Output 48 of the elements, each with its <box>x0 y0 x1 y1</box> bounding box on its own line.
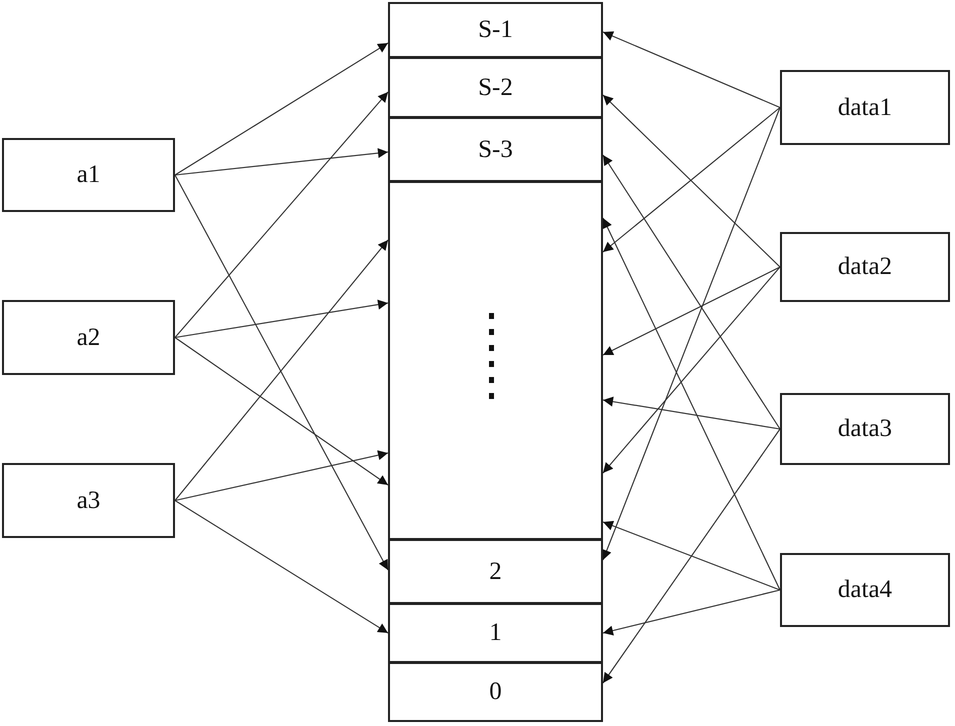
arrow <box>602 218 780 590</box>
arrow <box>174 450 388 502</box>
arrow <box>174 42 388 176</box>
box <box>780 232 950 302</box>
arrow <box>602 589 780 636</box>
box <box>780 70 950 145</box>
node-label: S-2 <box>478 74 513 102</box>
stack-segment <box>388 603 603 663</box>
node-label: S-1 <box>478 16 513 44</box>
box <box>780 553 950 627</box>
arrow <box>602 396 780 430</box>
node-label: data1 <box>838 94 892 122</box>
arrow <box>174 500 388 634</box>
arrow <box>174 240 388 501</box>
node-label: S-3 <box>478 136 513 164</box>
arrow <box>602 107 781 560</box>
arrow <box>174 92 388 338</box>
box <box>2 300 175 375</box>
node-label: 1 <box>489 619 502 647</box>
node-label: a3 <box>76 486 100 514</box>
stack-segment <box>388 2 603 58</box>
arrow <box>174 300 388 338</box>
arrow <box>602 154 780 430</box>
node-label: a1 <box>76 161 100 189</box>
stack-segment <box>388 662 603 722</box>
arrow <box>602 107 780 252</box>
node-label: a2 <box>76 324 100 352</box>
arrow <box>174 174 388 570</box>
node-label: data3 <box>838 415 892 443</box>
box <box>780 393 950 465</box>
arrow <box>602 266 780 356</box>
stack-segment <box>388 57 603 118</box>
arrow <box>602 520 780 591</box>
arrow <box>602 266 780 474</box>
stack-segment <box>388 117 603 182</box>
box <box>2 463 175 538</box>
arrow <box>602 428 780 684</box>
arrow <box>602 31 780 108</box>
arrow <box>174 337 388 486</box>
stack-segment <box>388 539 603 604</box>
stack-segment <box>388 181 603 540</box>
node-label: data4 <box>838 576 892 604</box>
node-label: 2 <box>489 558 502 586</box>
arrow <box>174 148 388 176</box>
arrow <box>602 94 780 268</box>
node-label: 0 <box>489 678 502 706</box>
box <box>2 138 175 212</box>
node-label: data2 <box>838 253 892 281</box>
